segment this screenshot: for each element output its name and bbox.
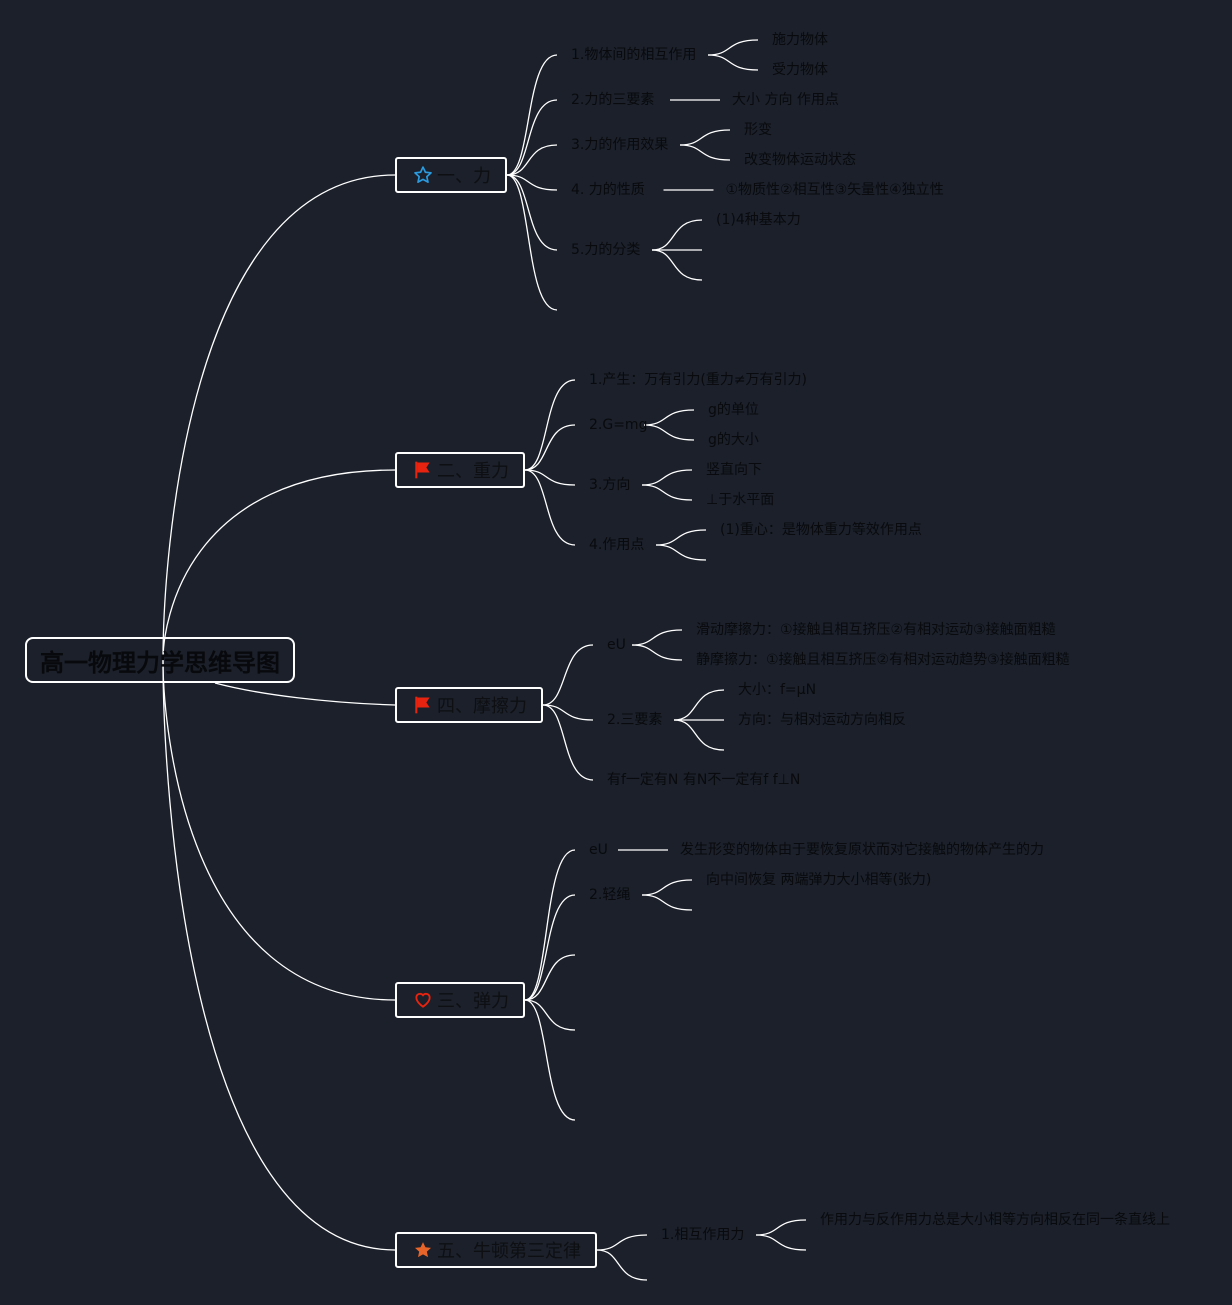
branch-1-child-6-line <box>506 174 558 311</box>
topic-1-5-sub-1-line <box>651 219 703 251</box>
topic-3-2[interactable]: 2.三要素 <box>607 712 663 728</box>
topic-3-3[interactable]: 有f一定有N 有N不一定有f f⊥N <box>607 772 801 788</box>
topic-2-4-sub-1-line <box>655 529 707 546</box>
branch-node-1[interactable]: 一、力 <box>395 157 507 193</box>
topic-1-1-sub-2-line <box>707 54 759 71</box>
branch-5-child-1-line <box>596 1234 648 1251</box>
topic-3-1[interactable]: eU <box>607 637 626 653</box>
branch-4-child-2-line <box>524 894 576 1001</box>
branch-3-child-3-line <box>542 704 594 781</box>
topic-2-1[interactable]: 1.产生：万有引力(重力≠万有引力) <box>589 372 808 388</box>
topic-1-3-sub-1-line <box>679 129 731 146</box>
branch-3-child-1-line <box>542 644 594 706</box>
branch-1-child-1-line <box>506 54 558 176</box>
subtopic-3-1-1[interactable]: 滑动摩擦力：①接触且相互挤压②有相对运动③接触面粗糙 <box>696 622 1056 638</box>
topic-3-2-sub-1-line <box>673 689 725 721</box>
topic-2-2-sub-1-line <box>643 409 695 426</box>
topic-5-1[interactable]: 1.相互作用力 <box>661 1227 745 1243</box>
branch-4-child-4-line <box>524 999 576 1031</box>
star-outline-icon <box>413 165 433 185</box>
topic-4-2[interactable]: 2.轻绳 <box>589 887 631 903</box>
branch-node-3[interactable]: 四、摩擦力 <box>395 687 543 723</box>
root-title: 高一物理力学思维导图 <box>40 648 280 677</box>
topic-1-1-sub-1-line <box>707 39 759 56</box>
topic-2-3-sub-1-line <box>641 469 693 486</box>
topic-1-5[interactable]: 5.力的分类 <box>571 242 641 258</box>
topic-2-4-sub-2-line <box>655 544 707 561</box>
subtopic-2-3-1[interactable]: 竖直向下 <box>706 462 762 478</box>
root-to-b5-line <box>162 659 396 1251</box>
branch-2-child-1-line <box>524 379 576 471</box>
branch-label: 三、弹力 <box>437 991 509 1012</box>
branch-2-child-3-line <box>524 469 576 486</box>
topic-1-2[interactable]: 2.力的三要素 <box>571 92 655 108</box>
branch-label: 二、重力 <box>437 461 509 482</box>
branch-1-child-3-line <box>506 144 558 176</box>
branch-2-child-2-line <box>524 424 576 471</box>
root-to-b2-line <box>162 469 396 661</box>
topic-2-2[interactable]: 2.G=mg <box>589 417 648 433</box>
subtopic-2-2-1[interactable]: g的单位 <box>708 402 759 418</box>
root-to-b1-line <box>162 174 396 661</box>
subtopic-5-1-1[interactable]: 作用力与反作用力总是大小相等方向相反在同一条直线上 <box>820 1212 1170 1228</box>
subtopic-1-1-1[interactable]: 施力物体 <box>772 32 828 48</box>
topic-2-3[interactable]: 3.方向 <box>589 477 631 493</box>
topic-3-2-sub-3-line <box>673 719 725 751</box>
topic-1-3-sub-2-line <box>679 144 731 161</box>
branch-label: 一、力 <box>437 166 491 187</box>
flag-icon <box>413 460 433 480</box>
topic-1-5-sub-3-line <box>651 249 703 281</box>
topic-5-1-sub-2-line <box>755 1234 807 1251</box>
topic-3-1-sub-2-line <box>631 644 683 661</box>
subtopic-1-3-2[interactable]: 改变物体运动状态 <box>744 152 856 168</box>
topic-1-4[interactable]: 4. 力的性质 <box>571 182 645 198</box>
root-node[interactable]: 高一物理力学思维导图 <box>25 637 295 683</box>
subtopic-3-2-1[interactable]: 大小：f=μN <box>738 682 817 698</box>
branch-4-child-3-line <box>524 954 576 1001</box>
subtopic-1-5-1[interactable]: (1)4种基本力 <box>716 212 801 228</box>
topic-4-1[interactable]: eU <box>589 842 608 858</box>
subtopic-1-1-2[interactable]: 受力物体 <box>772 62 828 78</box>
topic-1-1[interactable]: 1.物体间的相互作用 <box>571 47 697 63</box>
root-to-b4-line <box>214 682 396 706</box>
branch-3-child-2-line <box>542 704 594 721</box>
branch-4-child-1-line <box>524 849 576 1001</box>
topic-4-2-sub-2-line <box>641 894 693 911</box>
subtopic-1-3-1[interactable]: 形变 <box>744 122 772 138</box>
subtopic-1-2-1[interactable]: 大小 方向 作用点 <box>732 92 839 108</box>
heart-icon <box>413 990 433 1010</box>
branch-2-child-4-line <box>524 469 576 546</box>
topic-5-1-sub-1-line <box>755 1219 807 1236</box>
subtopic-2-2-2[interactable]: g的大小 <box>708 432 759 448</box>
branch-node-2[interactable]: 二、重力 <box>395 452 525 488</box>
branch-4-child-5-line <box>524 999 576 1121</box>
topic-2-2-sub-2-line <box>643 424 695 441</box>
subtopic-3-2-2[interactable]: 方向：与相对运动方向相反 <box>738 712 906 728</box>
subtopic-3-1-2[interactable]: 静摩擦力：①接触且相互挤压②有相对运动趋势③接触面粗糙 <box>696 652 1070 668</box>
flag-icon <box>413 695 433 715</box>
topic-2-4[interactable]: 4.作用点 <box>589 537 645 553</box>
topic-2-3-sub-2-line <box>641 484 693 501</box>
branch-1-child-4-line <box>506 174 558 191</box>
subtopic-2-3-2[interactable]: ⊥于水平面 <box>706 492 775 508</box>
branch-1-child-5-line <box>506 174 558 251</box>
subtopic-2-4-1[interactable]: (1)重心：是物体重力等效作用点 <box>720 522 922 538</box>
branch-1-child-2-line <box>506 99 558 176</box>
branch-label: 四、摩擦力 <box>437 696 527 717</box>
branch-5-child-2-line <box>596 1249 648 1281</box>
subtopic-4-2-1[interactable]: 向中间恢复 两端弹力大小相等(张力) <box>706 872 932 888</box>
branch-label: 五、牛顿第三定律 <box>437 1241 581 1262</box>
topic-4-2-sub-1-line <box>641 879 693 896</box>
root-to-b3-line <box>162 659 396 1001</box>
topic-1-3[interactable]: 3.力的作用效果 <box>571 137 669 153</box>
topic-3-1-sub-1-line <box>631 629 683 646</box>
subtopic-4-1-1[interactable]: 发生形变的物体由于要恢复原状而对它接触的物体产生的力 <box>680 842 1044 858</box>
star-filled-icon <box>413 1240 433 1260</box>
subtopic-1-4-1[interactable]: ①物质性②相互性③矢量性④独立性 <box>725 182 944 198</box>
branch-node-4[interactable]: 三、弹力 <box>395 982 525 1018</box>
branch-node-5[interactable]: 五、牛顿第三定律 <box>395 1232 597 1268</box>
